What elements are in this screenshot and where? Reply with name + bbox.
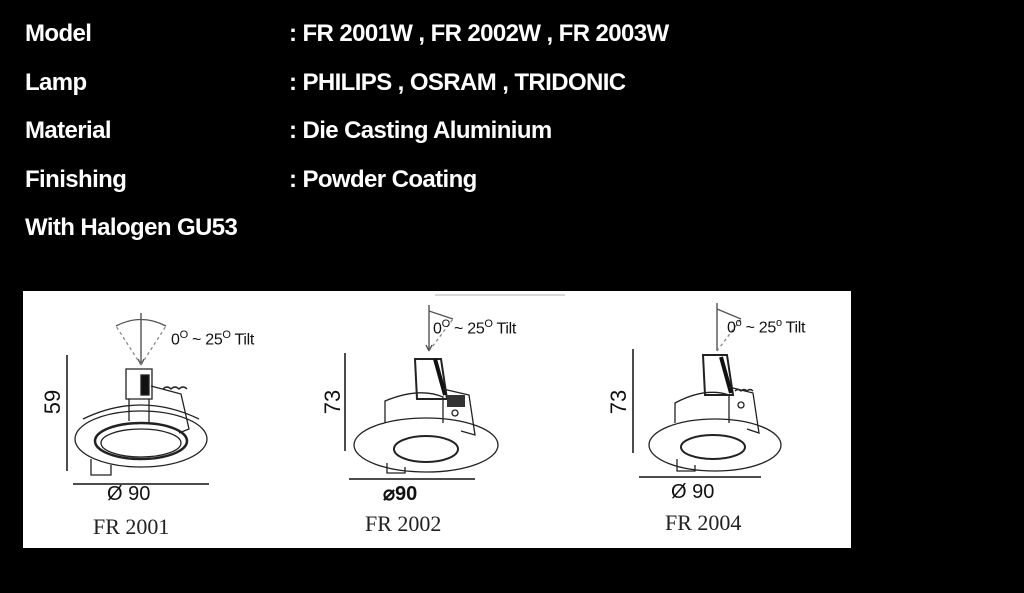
tilt-label: 0O ~ 25O Tilt [433,318,517,338]
model-caption: FR 2004 [665,510,742,535]
spec-label: Model [25,20,92,47]
diameter-dimension: Ø 90 [107,483,151,505]
height-dimension: 59 [40,389,66,415]
tilt-label: 0O ~ 25O Tilt [171,329,255,349]
drawing-panel: 59 0O ~ 25O Tilt Ø 90 FR 2001 [23,291,851,548]
spec-value: : FR 2001W , FR 2002W , FR 2003W [289,20,669,47]
spec-value: : Die Casting Aluminium [289,117,552,144]
spec-label: Lamp [25,69,87,96]
model-caption: FR 2001 [93,514,170,539]
model-caption: FR 2002 [365,511,442,536]
diameter-dimension: Ø 90 [671,481,715,503]
divider [435,294,565,296]
downlight-fr2001-icon [66,313,209,485]
spec-value: : PHILIPS , OSRAM , TRIDONIC [289,69,626,96]
fixture-drawing-fr2004: 73 0o ~ 25o Tilt Ø 90 FR 2004 [583,291,851,548]
spec-label: Finishing [25,166,127,193]
downlight-fr2004-icon [632,303,782,478]
spec-label: With Halogen GU53 [25,214,238,241]
height-dimension: 73 [320,389,346,415]
diameter-dimension: ⌀90 [383,483,418,505]
fixture-drawing-fr2001: 59 0O ~ 25O Tilt Ø 90 FR 2001 [23,291,303,548]
spec-value: : Powder Coating [289,166,477,193]
height-dimension: 73 [606,389,632,415]
spec-label: Material [25,117,112,144]
fixture-drawing-fr2002: 73 0O ~ 25O Tilt ⌀90 FR 2002 [303,291,583,548]
tilt-label: 0o ~ 25o Tilt [727,317,806,337]
downlight-fr2002-icon [344,305,499,480]
